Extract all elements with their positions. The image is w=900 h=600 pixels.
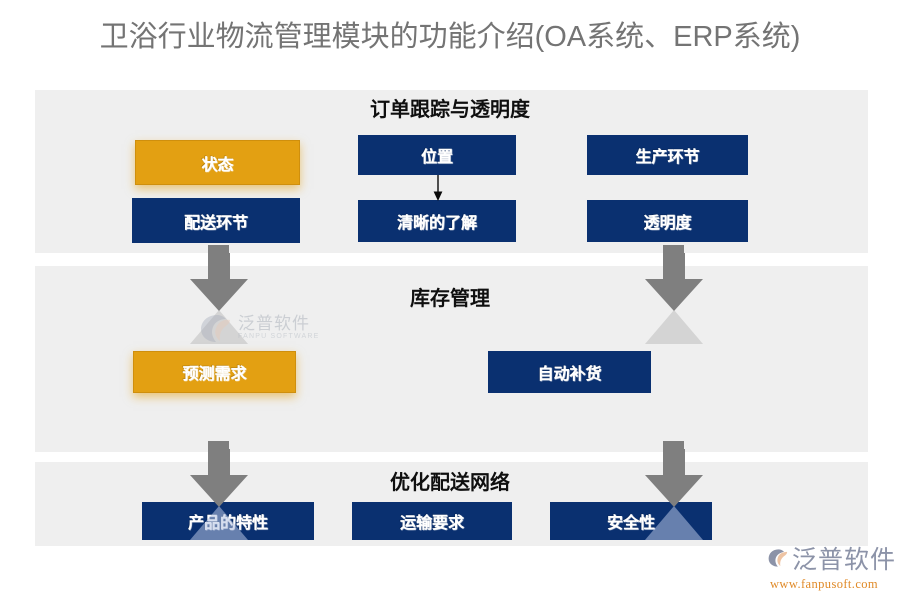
connector-arrow-down-icon: [433, 175, 443, 201]
node-product-characteristics[interactable]: 产品的特性: [142, 502, 314, 540]
flow-arrow-shadow-right-1: [645, 310, 703, 344]
flow-arrow-shadow-right-2: [645, 506, 703, 540]
node-delivery-step[interactable]: 配送环节: [132, 198, 300, 243]
brand-logo-cn: 泛普软件: [791, 547, 896, 574]
node-status[interactable]: 状态: [135, 140, 300, 185]
node-location[interactable]: 位置: [358, 135, 516, 175]
flow-arrow-down-right-1-icon: [645, 253, 703, 311]
flow-arrow-down-right-2-icon: [645, 449, 703, 507]
section-heading-distribution: 优化配送网络: [390, 472, 510, 494]
watermark-cn: 泛普软件: [238, 314, 310, 334]
node-production-step[interactable]: 生产环节: [587, 135, 748, 175]
page-title: 卫浴行业物流管理模块的功能介绍(OA系统、ERP系统): [99, 21, 801, 53]
node-clear-understanding[interactable]: 清晰的了解: [358, 200, 516, 242]
brand-logo-url: www.fanpusoft.com: [770, 577, 879, 591]
watermark-en: FANPU SOFTWARE: [238, 333, 320, 341]
node-transport-requirements[interactable]: 运输要求: [352, 502, 512, 540]
brand-logo: 泛普软件 www.fanpusoft.com: [768, 540, 896, 591]
node-demand-forecast[interactable]: 预测需求: [133, 351, 296, 393]
section-heading-inventory: 库存管理: [410, 288, 490, 310]
flow-arrow-shadow-left-2: [190, 506, 248, 540]
watermark: 泛普软件 FANPU SOFTWARE: [200, 306, 345, 350]
section-heading-order-tracking: 订单跟踪与透明度: [370, 99, 530, 121]
flow-arrow-down-left-1-icon: [190, 253, 248, 311]
brand-logo-icon: [768, 549, 788, 567]
node-transparency[interactable]: 透明度: [587, 200, 748, 242]
flow-arrow-down-left-2-icon: [190, 449, 248, 507]
node-safety[interactable]: 安全性: [550, 502, 712, 540]
watermark-logo-icon: [201, 315, 230, 342]
node-auto-replenishment[interactable]: 自动补货: [488, 351, 651, 393]
